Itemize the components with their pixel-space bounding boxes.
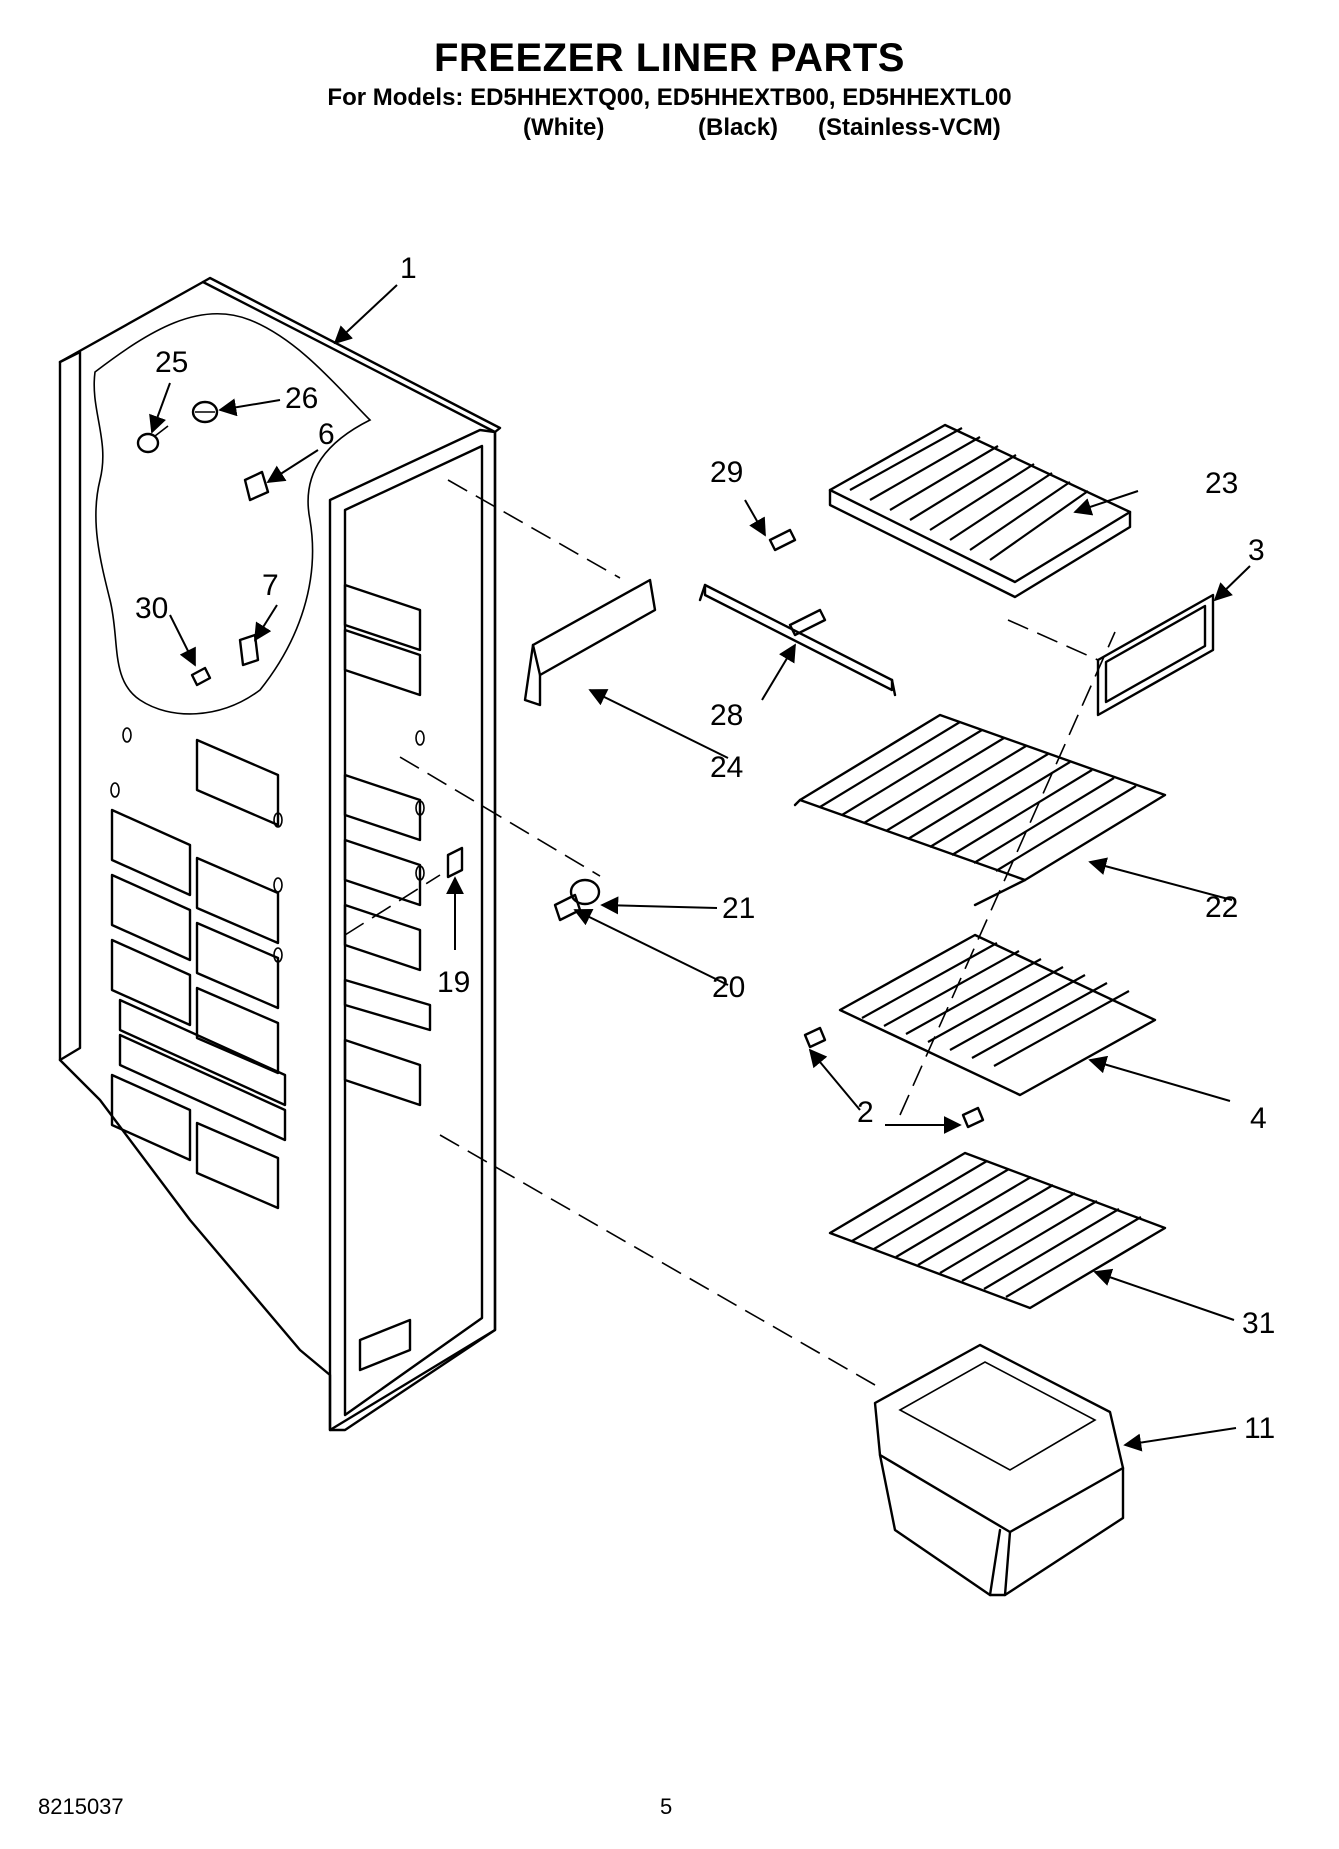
clip-6 xyxy=(243,470,270,502)
callout-23: 23 xyxy=(1205,467,1238,500)
models-line: For Models: ED5HHEXTQ00, ED5HHEXTB00, ED… xyxy=(327,84,1012,111)
variant-stainless: (Stainless-VCM) xyxy=(818,114,1001,141)
callout-11: 11 xyxy=(1244,1412,1275,1445)
screw-29 xyxy=(768,528,797,552)
light-socket-26 xyxy=(191,400,219,424)
callout-29: 29 xyxy=(710,456,743,489)
liner-holes xyxy=(110,727,425,963)
callout-7: 7 xyxy=(262,569,279,602)
doc-number: 8215037 xyxy=(38,1794,124,1819)
variant-white: (White) xyxy=(523,114,605,141)
callout-26: 26 xyxy=(285,382,318,415)
freezer-liner xyxy=(58,276,502,1432)
deflector-24 xyxy=(523,578,657,707)
callout-labels: 1 25 26 6 7 30 19 29 28 24 21 20 23 3 22… xyxy=(135,252,1275,1445)
callout-2: 2 xyxy=(857,1096,874,1129)
wire-shelf-31 xyxy=(828,1151,1167,1310)
wire-shelf-4 xyxy=(838,933,1157,1097)
liner-back-pockets xyxy=(110,738,287,1210)
callout-31: 31 xyxy=(1242,1307,1275,1340)
callout-6: 6 xyxy=(318,418,335,451)
callout-1: 1 xyxy=(400,252,417,285)
variant-black: (Black) xyxy=(698,114,779,141)
callout-22: 22 xyxy=(1205,891,1238,924)
callout-20: 20 xyxy=(712,971,745,1004)
callout-24: 24 xyxy=(710,751,743,784)
callout-25: 25 xyxy=(155,346,188,379)
callout-30: 30 xyxy=(135,592,168,625)
callout-28: 28 xyxy=(710,699,743,732)
cap-21-20 xyxy=(553,878,601,922)
callout-4: 4 xyxy=(1250,1102,1267,1135)
shelf-support-28 xyxy=(698,583,897,697)
freezer-bin-11 xyxy=(873,1343,1125,1597)
callout-21: 21 xyxy=(722,892,755,925)
shelf-stop-2 xyxy=(803,1026,985,1129)
trim-3 xyxy=(1096,593,1215,717)
callout-3: 3 xyxy=(1248,534,1265,567)
page-number: 5 xyxy=(660,1794,673,1819)
leader-lines xyxy=(149,284,1251,1452)
screw-30 xyxy=(190,666,212,687)
liner-shelf-slots xyxy=(343,583,422,1107)
clip-7 xyxy=(238,633,260,667)
bracket-19 xyxy=(446,846,464,879)
wire-basket-23 xyxy=(828,423,1132,599)
assembly-lines xyxy=(344,479,1116,1386)
page-title: FREEZER LINER PARTS xyxy=(433,36,905,80)
wire-shelf-22 xyxy=(793,713,1167,907)
callout-19: 19 xyxy=(437,966,470,999)
